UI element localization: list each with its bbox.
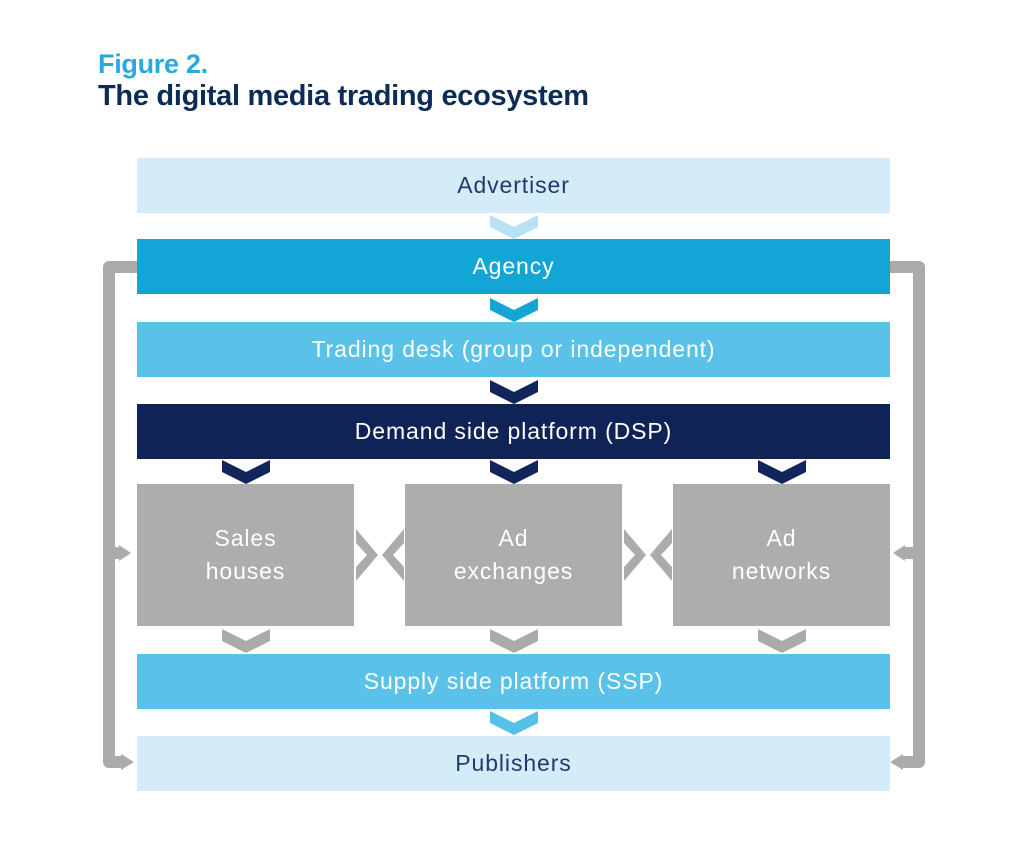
dsp-label: Demand side platform (DSP) [354,418,673,444]
down-chevron-icon [490,215,538,239]
ad-networks-box: Ad networks [673,484,890,626]
ad-networks-label: Ad networks [731,524,832,584]
trading-desk-label: Trading desk (group or independent) [311,336,716,362]
facing-chevrons-icon [356,529,404,581]
ssp-label: Supply side platform (SSP) [363,668,664,694]
agency-box: Agency [137,239,890,294]
dsp-box: Demand side platform (DSP) [137,404,890,459]
publishers-box: Publishers [137,736,890,791]
sales-houses-box: Sales houses [137,484,354,626]
down-chevron-icon [222,629,270,653]
ssp-box: Supply side platform (SSP) [137,654,890,709]
trading-desk-box: Trading desk (group or independent) [137,322,890,377]
figure-title-block: Figure 2. The digital media trading ecos… [98,49,589,113]
publishers-label: Publishers [455,750,572,776]
agency-label: Agency [472,253,555,279]
down-chevron-icon [490,380,538,404]
down-chevron-icon [490,298,538,322]
down-chevron-icon [758,460,806,484]
down-chevron-icon [222,460,270,484]
down-chevron-icon [490,460,538,484]
ad-exchanges-box: Ad exchanges [405,484,622,626]
ad-exchanges-label: Ad exchanges [453,524,574,584]
down-chevron-icon [490,629,538,653]
figure-number-label: Figure 2. [98,49,208,79]
facing-chevrons-icon [624,529,672,581]
down-chevron-icon [758,629,806,653]
advertiser-label: Advertiser [457,172,570,198]
down-chevron-icon [490,711,538,735]
sales-houses-label: Sales houses [205,524,286,584]
figure-title: The digital media trading ecosystem [98,79,589,112]
advertiser-box: Advertiser [137,158,890,213]
